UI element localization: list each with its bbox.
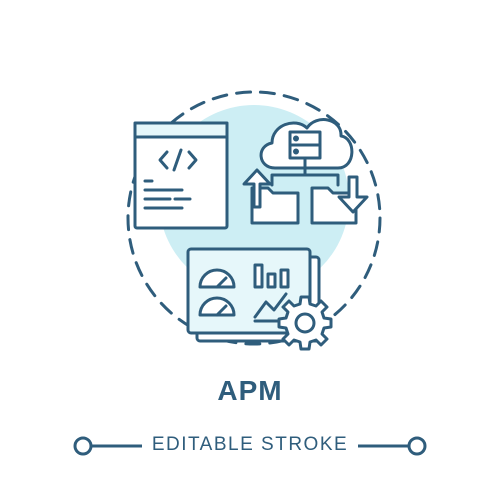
dashboard-gauges-icon [186,247,321,343]
code-window-icon [133,121,229,230]
footer-label: EDITABLE STROKE [151,434,349,455]
cloud-server-icon [259,118,354,187]
folder-download-icon [310,175,369,225]
folder-upload-icon [242,168,300,225]
footer-banner: EDITABLE STROKE [0,432,500,460]
page-title: APM [217,375,283,406]
gear-icon [277,295,333,351]
footer-lines [73,436,427,456]
dashed-ring [126,90,382,346]
right-endpoint-icon [407,436,427,456]
